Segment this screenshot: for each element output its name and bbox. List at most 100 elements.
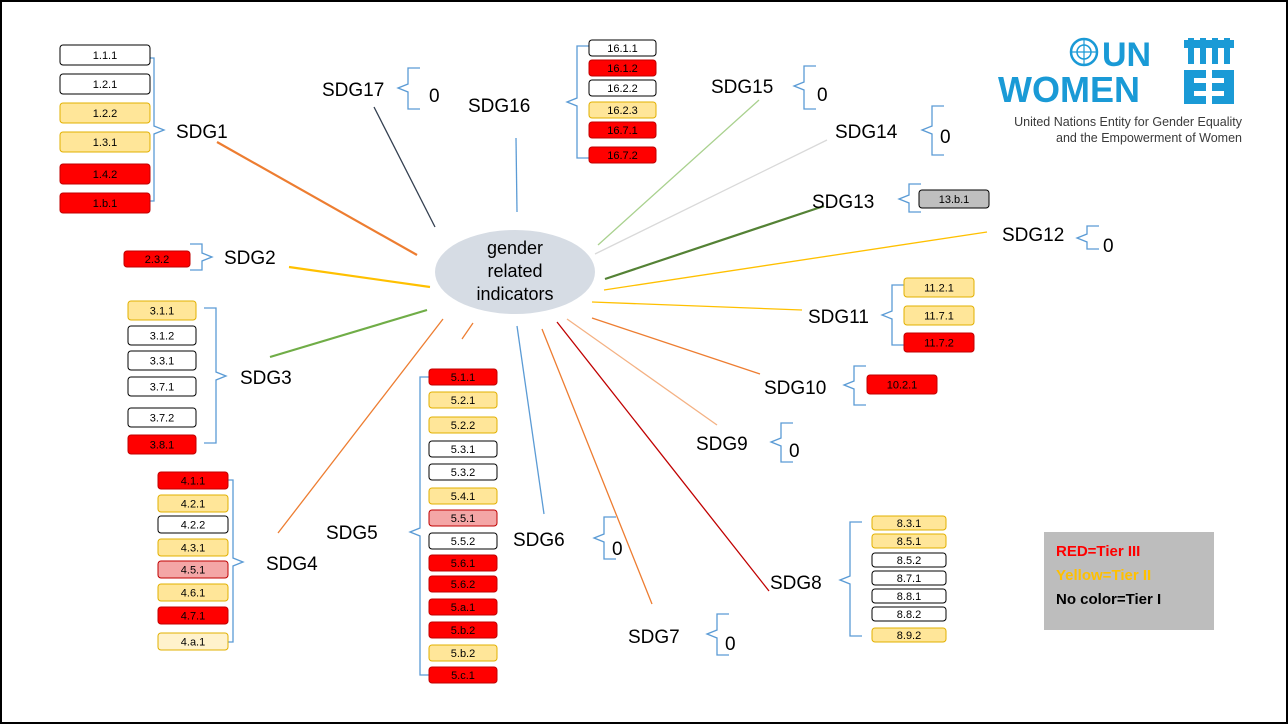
sdg13-bracket <box>897 183 921 213</box>
indicator-box-3.7.2 <box>127 407 197 428</box>
indicator-code-13.b.1: 13.b.1 <box>939 194 970 206</box>
indicator-code-1.2.2: 1.2.2 <box>93 108 117 120</box>
sdg5-label: SDG5 <box>326 523 378 544</box>
indicator-box-5.4.1 <box>428 487 498 505</box>
sdg8-connector-line <box>556 321 770 592</box>
indicator-box-1.3.1 <box>59 131 151 153</box>
indicator-code-11.2.1: 11.2.1 <box>924 283 954 295</box>
sdg13-connector-line <box>604 204 825 281</box>
indicator-box-8.9.2 <box>871 627 947 643</box>
indicator-box-8.8.1 <box>871 588 947 604</box>
indicator-box-16.7.2 <box>588 146 657 164</box>
indicator-box-5.c.1 <box>428 666 498 684</box>
indicator-code-16.1.1: 16.1.1 <box>607 43 638 55</box>
indicator-box-3.8.1 <box>127 434 197 455</box>
indicator-box-8.5.2 <box>871 552 947 568</box>
indicator-box-16.1.1 <box>588 39 657 57</box>
sdg12-connector-line <box>603 231 988 291</box>
sdg12-zero-count: 0 <box>1103 236 1114 257</box>
sdg2-bracket <box>190 243 214 271</box>
center-label-line: related <box>487 261 542 281</box>
un-emblem-icon <box>1069 37 1099 67</box>
indicator-box-4.6.1 <box>157 583 229 602</box>
indicator-code-5.b.2: 5.b.2 <box>451 648 475 660</box>
sdg17-zero-count: 0 <box>429 86 440 107</box>
logo-caption: United Nations Entity for Gender Equalit… <box>988 114 1242 146</box>
sdg4-bracket <box>221 479 245 643</box>
sdg7-connector-line <box>541 328 653 605</box>
indicator-box-11.2.1 <box>903 277 975 298</box>
indicator-code-16.2.2: 16.2.2 <box>607 83 638 95</box>
sdg16-bracket <box>565 45 589 159</box>
sdg9-label: SDG9 <box>696 434 748 455</box>
sdg9-zero-count: 0 <box>789 441 800 462</box>
indicator-box-4.5.1 <box>157 560 229 579</box>
indicator-box-4.2.2 <box>157 515 229 534</box>
indicator-box-5.3.1 <box>428 440 498 458</box>
sdg14-bracket <box>920 105 944 156</box>
indicator-code-1.b.1: 1.b.1 <box>93 198 117 210</box>
sdg10-bracket <box>842 365 866 406</box>
sdg7-label: SDG7 <box>628 627 680 648</box>
indicator-code-16.1.2: 16.1.2 <box>607 63 638 75</box>
indicator-code-4.6.1: 4.6.1 <box>181 588 205 600</box>
indicator-box-8.5.1 <box>871 533 947 549</box>
sdg15-zero-count: 0 <box>817 85 828 106</box>
sdg11-bracket <box>880 284 904 346</box>
indicator-box-3.3.1 <box>127 350 197 371</box>
indicator-box-5.1.1 <box>428 368 498 386</box>
sdg14-zero-count: 0 <box>940 127 951 148</box>
indicator-box-1.1.1 <box>59 44 151 66</box>
indicator-code-3.1.1: 3.1.1 <box>150 306 174 318</box>
indicator-code-5.5.2: 5.5.2 <box>451 536 475 548</box>
sdg2-connector-line <box>288 265 431 289</box>
indicator-code-3.7.2: 3.7.2 <box>150 413 174 425</box>
indicator-box-5.6.2 <box>428 575 498 593</box>
indicator-code-8.8.2: 8.8.2 <box>897 609 921 621</box>
legend-tier-2: Yellow=Tier II <box>1056 567 1152 584</box>
indicator-box-11.7.2 <box>903 332 975 353</box>
indicator-box-1.b.1 <box>59 192 151 214</box>
indicator-code-4.3.1: 4.3.1 <box>181 543 205 555</box>
indicator-code-8.8.1: 8.8.1 <box>897 591 921 603</box>
indicator-code-3.3.1: 3.3.1 <box>150 356 174 368</box>
sdg8-bracket <box>838 521 862 637</box>
indicator-box-5.b.2 <box>428 644 498 662</box>
indicator-code-3.1.2: 3.1.2 <box>150 331 174 343</box>
sdg4-connector-line <box>277 318 444 534</box>
indicator-box-2.3.2 <box>123 250 191 268</box>
indicator-box-11.7.1 <box>903 305 975 326</box>
sdg14-label: SDG14 <box>835 122 898 143</box>
sdg1-label: SDG1 <box>176 122 228 143</box>
indicator-box-3.1.1 <box>127 300 197 321</box>
un-women-logo: UN WOMEN <box>998 36 1234 110</box>
indicator-box-5.b.2 <box>428 621 498 639</box>
indicator-code-11.7.1: 11.7.1 <box>924 311 954 323</box>
indicator-code-4.7.1: 4.7.1 <box>181 611 205 623</box>
sdg9-bracket <box>769 422 793 463</box>
indicator-code-16.7.2: 16.7.2 <box>607 150 638 162</box>
sdg13-label: SDG13 <box>812 192 874 213</box>
indicator-box-4.1.1 <box>157 471 229 490</box>
indicator-box-8.3.1 <box>871 515 947 531</box>
indicator-box-1.4.2 <box>59 163 151 185</box>
sdg12-label: SDG12 <box>1002 225 1064 246</box>
indicator-box-5.a.1 <box>428 598 498 616</box>
indicator-code-1.4.2: 1.4.2 <box>93 169 117 181</box>
sdg12-bracket <box>1075 225 1099 250</box>
indicator-code-1.3.1: 1.3.1 <box>93 137 117 149</box>
indicator-code-5.b.2: 5.b.2 <box>451 625 475 637</box>
indicator-code-5.1.1: 5.1.1 <box>451 372 475 384</box>
indicator-box-5.2.1 <box>428 391 498 409</box>
logo-caption-line-1: United Nations Entity for Gender Equalit… <box>1014 115 1242 129</box>
indicator-box-16.7.1 <box>588 121 657 139</box>
indicator-box-1.2.1 <box>59 73 151 95</box>
indicator-code-5.6.1: 5.6.1 <box>451 558 475 570</box>
indicator-box-13.b.1 <box>918 189 990 209</box>
indicator-code-8.9.2: 8.9.2 <box>897 630 921 642</box>
sdg15-connector-line <box>597 99 760 246</box>
indicator-code-8.5.2: 8.5.2 <box>897 555 921 567</box>
indicator-box-8.7.1 <box>871 570 947 586</box>
sdg5-bracket <box>408 376 432 676</box>
